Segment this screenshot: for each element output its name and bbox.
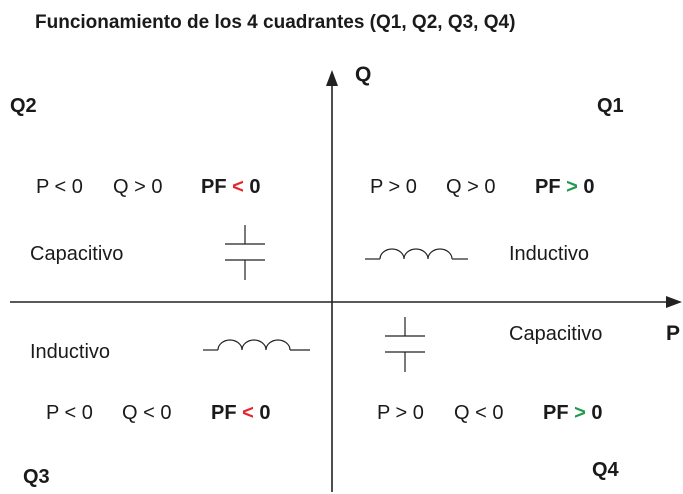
pf-prefix: PF	[535, 176, 561, 198]
pf-prefix: PF	[211, 402, 237, 424]
q4-type-label: Capacitivo	[509, 323, 603, 345]
q1-condition-p: P > 0	[370, 176, 417, 198]
pf-prefix: PF	[201, 176, 227, 198]
q4-condition-q: Q < 0	[454, 402, 504, 424]
pf-value: 0	[259, 402, 271, 424]
capacitor-icon-q4	[385, 317, 425, 372]
q3-condition-p: P < 0	[46, 402, 93, 424]
q1-power-factor: PF > 0	[535, 177, 595, 197]
q4-power-factor: PF > 0	[543, 403, 603, 423]
q2-type-label: Capacitivo	[30, 243, 124, 265]
pf-sign: <	[232, 176, 244, 198]
y-axis-arrowhead	[326, 70, 338, 86]
pf-sign: <	[242, 402, 254, 424]
capacitor-icon-q2	[225, 225, 265, 280]
pf-value: 0	[249, 176, 261, 198]
page-title: Funcionamiento de los 4 cuadrantes (Q1, …	[35, 12, 516, 33]
q3-power-factor: PF < 0	[211, 403, 271, 423]
q1-type-label: Inductivo	[509, 243, 590, 265]
quadrant-label-q1: Q1	[597, 95, 624, 117]
x-axis-arrowhead	[666, 296, 682, 308]
q2-condition-p: P < 0	[36, 176, 83, 198]
pf-prefix: PF	[543, 402, 569, 424]
inductor-icon-q1	[365, 248, 468, 260]
quadrant-label-q3: Q3	[23, 466, 50, 488]
q2-power-factor: PF < 0	[201, 177, 261, 197]
pf-sign: >	[566, 176, 578, 198]
pf-value: 0	[583, 176, 595, 198]
y-axis-label: Q	[355, 63, 372, 86]
q2-condition-q: Q > 0	[113, 176, 163, 198]
pf-sign: >	[574, 402, 586, 424]
inductor-icon-q3	[203, 339, 310, 351]
q1-condition-q: Q > 0	[446, 176, 496, 198]
x-axis-label: P	[666, 322, 681, 345]
q3-condition-q: Q < 0	[122, 402, 172, 424]
q4-condition-p: P > 0	[377, 402, 424, 424]
pf-value: 0	[591, 402, 603, 424]
q3-type-label: Inductivo	[30, 341, 111, 363]
quadrant-label-q4: Q4	[592, 459, 619, 481]
quadrant-label-q2: Q2	[10, 95, 37, 117]
